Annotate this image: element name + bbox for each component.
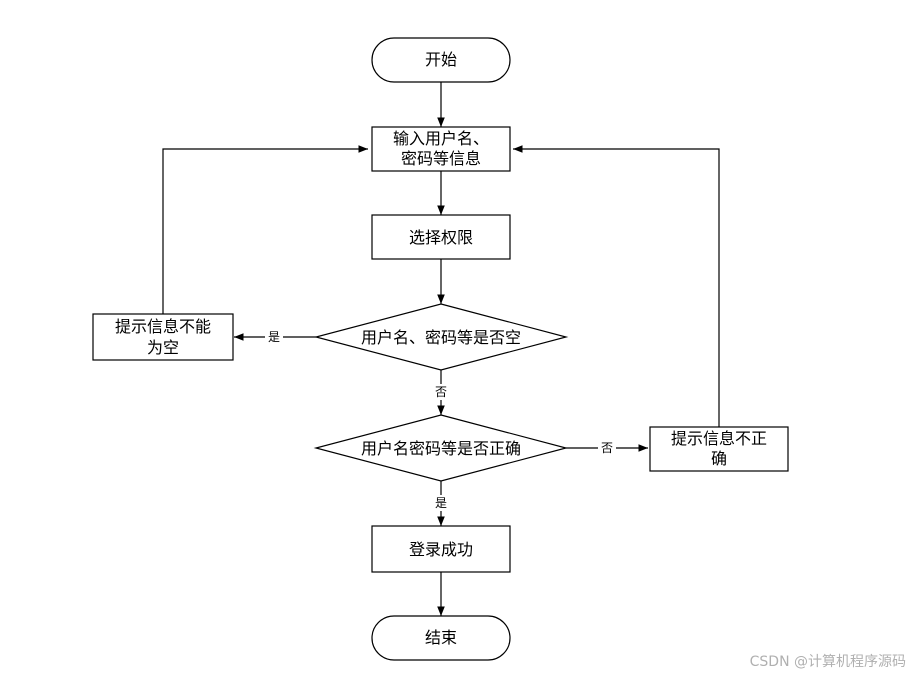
node-end: 结束 bbox=[371, 615, 511, 661]
node-login-success: 登录成功 bbox=[371, 525, 511, 573]
label-bg bbox=[432, 384, 450, 400]
node-check-empty: 用户名、密码等是否空 bbox=[313, 303, 569, 371]
label-bg bbox=[265, 329, 283, 345]
label-bg bbox=[432, 495, 450, 511]
node-prompt-wrong-label-line2: 确 bbox=[711, 449, 727, 468]
node-prompt-wrong-label-line1: 提示信息不正 bbox=[671, 429, 767, 448]
node-select-permission-label: 选择权限 bbox=[409, 228, 473, 247]
node-prompt-empty-label-line2: 为空 bbox=[147, 338, 179, 357]
watermark-text: CSDN @计算机程序源码 bbox=[750, 654, 906, 670]
node-select-permission: 选择权限 bbox=[371, 214, 511, 260]
node-prompt-wrong: 提示信息不正 确 bbox=[649, 426, 789, 472]
edge-label-correct-no: 否 bbox=[601, 441, 613, 455]
edge-prompt-empty-back-to-input bbox=[162, 145, 368, 314]
node-input-credentials: 输入用户名、 密码等信息 bbox=[371, 126, 511, 172]
node-prompt-empty-label-line1: 提示信息不能 bbox=[115, 317, 211, 336]
node-login-success-label: 登录成功 bbox=[409, 540, 473, 559]
node-check-correct-label: 用户名密码等是否正确 bbox=[361, 439, 521, 458]
edge-label-empty-no: 否 bbox=[435, 385, 447, 399]
edge-label-empty-yes: 是 bbox=[268, 330, 280, 344]
node-check-correct: 用户名密码等是否正确 bbox=[313, 414, 569, 482]
edge-label-correct-yes: 是 bbox=[435, 496, 447, 510]
node-start: 开始 bbox=[371, 37, 511, 83]
node-end-label: 结束 bbox=[425, 628, 457, 647]
node-check-empty-label: 用户名、密码等是否空 bbox=[361, 328, 521, 347]
node-start-label: 开始 bbox=[425, 50, 457, 69]
node-input-label-line2: 密码等信息 bbox=[401, 149, 481, 168]
edge-prompt-wrong-back-to-input bbox=[513, 145, 720, 427]
node-input-label-line1: 输入用户名、 bbox=[393, 129, 489, 148]
node-prompt-empty: 提示信息不能 为空 bbox=[92, 313, 234, 361]
label-bg bbox=[598, 440, 616, 456]
